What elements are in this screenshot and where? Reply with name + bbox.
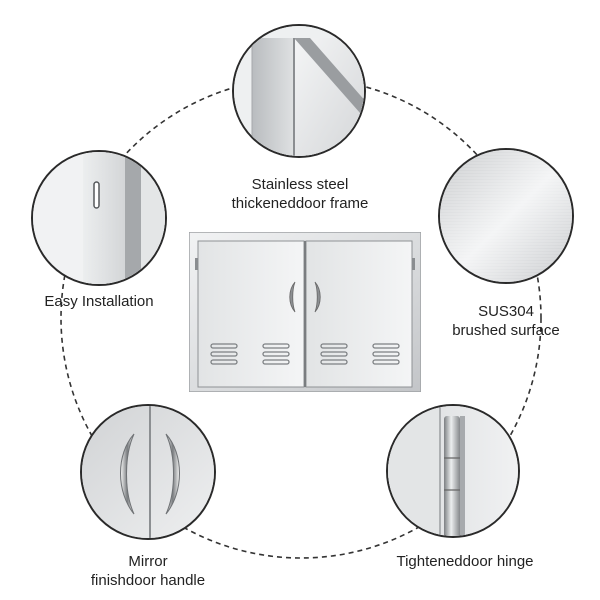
vent-louvers (210, 343, 400, 365)
hinge-label-line1: Tighteneddoor hinge (396, 553, 534, 570)
handle-image (82, 406, 214, 538)
surface-detail-circle (438, 148, 574, 284)
hinge-detail-circle (386, 404, 520, 538)
left-door (197, 240, 305, 388)
brushed-surface-image (440, 150, 572, 282)
frame-label-line2: thickeneddoor frame (231, 195, 369, 212)
frame-corner-image (234, 26, 364, 156)
handle-detail-circle (80, 404, 216, 540)
surface-label-line1: SUS304 (478, 303, 534, 320)
hinge-image (388, 406, 518, 536)
hinge-label: Tighteneddoor hinge (370, 552, 560, 571)
install-detail-circle (31, 150, 167, 286)
surface-label-line2: brushed surface (452, 322, 560, 339)
frame-detail-circle (232, 24, 366, 158)
right-handle (314, 281, 321, 313)
installation-image (33, 152, 165, 284)
handle-label-line1: Mirror (128, 553, 168, 570)
surface-label: SUS304 brushed surface (436, 302, 576, 340)
frame-label-line1: Stainless steel (251, 176, 349, 193)
frame-label: Stainless steel thickeneddoor frame (214, 175, 386, 213)
install-label-line1: Easy Installation (44, 293, 154, 310)
install-label: Easy Installation (20, 292, 178, 311)
handle-label: Mirror finishdoor handle (68, 552, 228, 590)
access-door-product (189, 232, 421, 392)
handle-label-line2: finishdoor handle (90, 572, 206, 589)
left-handle (289, 281, 296, 313)
right-door (305, 240, 413, 388)
